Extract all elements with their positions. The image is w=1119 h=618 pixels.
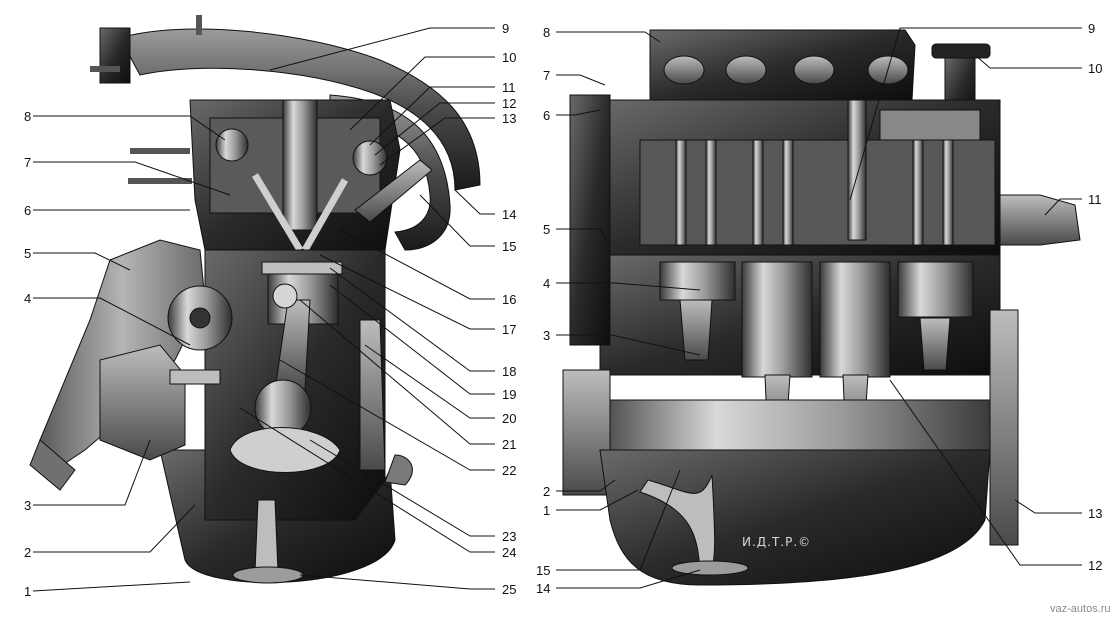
left-callout-23: 23 bbox=[502, 529, 516, 544]
right-callout-7: 7 bbox=[543, 68, 550, 83]
watermark: vaz-autos.ru bbox=[1050, 603, 1111, 615]
right-leader-lines bbox=[556, 27, 1082, 589]
left-callout-19: 19 bbox=[502, 387, 516, 402]
left-leader-lines bbox=[32, 27, 495, 592]
right-callout-5: 5 bbox=[543, 222, 550, 237]
left-callout-10: 10 bbox=[502, 50, 516, 65]
right-callout-8: 8 bbox=[543, 25, 550, 40]
left-callout-4: 4 bbox=[24, 291, 31, 306]
left-callout-15: 15 bbox=[502, 239, 516, 254]
left-callout-14: 14 bbox=[502, 207, 516, 222]
left-callout-20: 20 bbox=[502, 411, 516, 426]
right-callout-3: 3 bbox=[543, 328, 550, 343]
left-callout-21: 21 bbox=[502, 437, 516, 452]
illustration-stamp: И.Д.Т.Р.© bbox=[742, 535, 811, 549]
left-callout-17: 17 bbox=[502, 322, 516, 337]
left-callout-25: 25 bbox=[502, 582, 516, 597]
left-callout-16: 16 bbox=[502, 292, 516, 307]
left-callout-3: 3 bbox=[24, 498, 31, 513]
left-callout-13: 13 bbox=[502, 111, 516, 126]
right-callout-9: 9 bbox=[1088, 21, 1095, 36]
left-callout-labels: 1 2 3 4 5 6 7 8 9 10 11 12 13 14 15 16 1… bbox=[24, 21, 516, 599]
left-callout-12: 12 bbox=[502, 96, 516, 111]
right-callout-labels: 1 2 3 4 5 6 7 8 9 10 11 12 13 14 15 bbox=[536, 21, 1102, 596]
right-callout-2: 2 bbox=[543, 484, 550, 499]
left-callout-7: 7 bbox=[24, 155, 31, 170]
right-callout-11: 11 bbox=[1088, 192, 1102, 207]
right-callout-14: 14 bbox=[536, 581, 550, 596]
left-callout-8: 8 bbox=[24, 109, 31, 124]
left-callout-9: 9 bbox=[502, 21, 509, 36]
right-callout-4: 4 bbox=[543, 276, 550, 291]
right-callout-13: 13 bbox=[1088, 506, 1102, 521]
right-callout-10: 10 bbox=[1088, 61, 1102, 76]
right-callout-6: 6 bbox=[543, 108, 550, 123]
left-engine-illustration bbox=[29, 15, 481, 584]
right-callout-12: 12 bbox=[1088, 558, 1102, 573]
left-callout-11: 11 bbox=[502, 80, 516, 95]
left-callout-24: 24 bbox=[502, 545, 516, 560]
right-engine-illustration: И.Д.Т.Р.© bbox=[562, 29, 1081, 586]
left-callout-6: 6 bbox=[24, 203, 31, 218]
right-callout-15: 15 bbox=[536, 563, 550, 578]
left-callout-5: 5 bbox=[24, 246, 31, 261]
left-callout-18: 18 bbox=[502, 364, 516, 379]
left-callout-22: 22 bbox=[502, 463, 516, 478]
left-callout-2: 2 bbox=[24, 545, 31, 560]
left-callout-1: 1 bbox=[24, 584, 31, 599]
right-callout-1: 1 bbox=[543, 503, 550, 518]
